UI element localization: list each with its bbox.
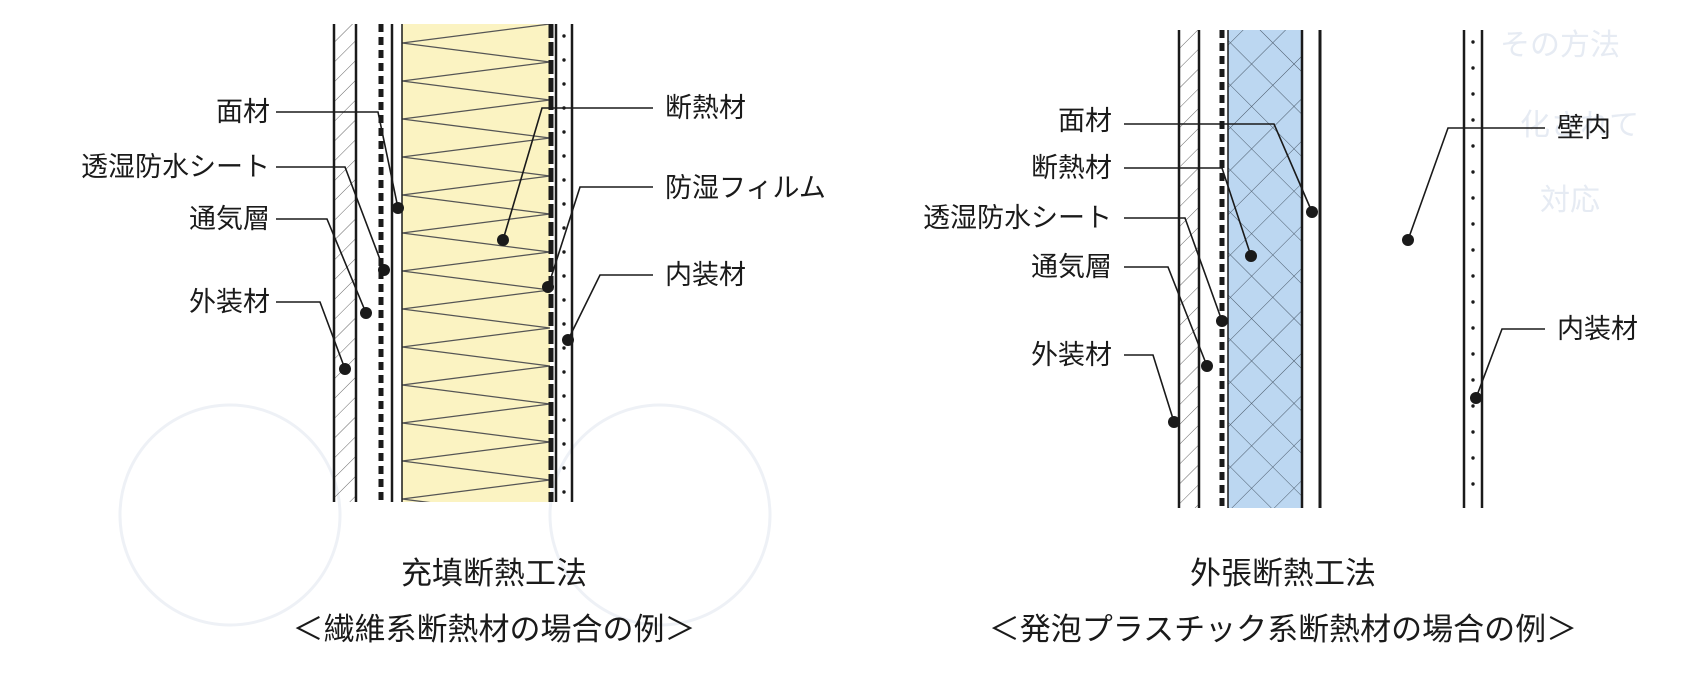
marker-dot [1201,360,1213,372]
board-dot [1471,222,1475,226]
board-dot [562,298,566,302]
board-dot [562,370,566,374]
right-label-interior-finish: 内装材 [1557,314,1638,345]
board-dot [562,442,566,446]
marker-dot [497,234,509,246]
svg-text:化されて: 化されて [1520,108,1639,143]
board-dot [1471,40,1475,44]
board-dot [562,82,566,86]
board-dot [562,34,566,38]
background-bleed: その方法 化されて 対応 [118,28,1639,627]
board-dot [1471,482,1475,486]
marker-dot [542,281,554,293]
board-dot [1471,300,1475,304]
board-dot [562,154,566,158]
marker-dot [1306,206,1318,218]
left-label-interior-finish: 内装材 [665,260,746,291]
left-label-ventilation-layer: 通気層 [189,204,270,235]
board-dot [562,130,566,134]
marker-dot [339,363,351,375]
board-dot [562,394,566,398]
board-dot [562,346,566,350]
board-dot [562,274,566,278]
board-dot [562,250,566,254]
board-dot [1471,170,1475,174]
left-markers [339,202,574,375]
board-dot [1471,378,1475,382]
left-caption-title: 充填断熱工法 [401,556,587,592]
right-insulation-layer [1227,30,1304,508]
board-dot [1471,248,1475,252]
marker-dot [1470,392,1482,404]
left-label-face-material: 面材 [216,97,270,128]
board-dot [562,418,566,422]
left-interior-finish-layer [554,24,574,502]
right-label-moisture-sheet: 透湿防水シート [923,203,1112,234]
board-dot [562,226,566,230]
marker-dot [392,202,404,214]
left-caption-subtitle: ＜繊維系断熱材の場合の例＞ [293,612,696,648]
board-dot [562,178,566,182]
marker-dot [1402,234,1414,246]
marker-dot [562,334,574,346]
right-caption-subtitle: ＜発泡プラスチック系断熱材の場合の例＞ [989,612,1577,648]
board-dot [1471,326,1475,330]
right-markers [1168,206,1482,428]
board-dot [562,58,566,62]
right-label-exterior-finish: 外装材 [1031,340,1112,371]
left-label-vapor-film: 防湿フィルム [665,173,826,204]
right-label-ventilation-layer: 通気層 [1031,252,1112,283]
board-dot [562,322,566,326]
right-caption-title: 外張断熱工法 [1190,556,1376,592]
board-dot [562,202,566,206]
board-dot [1471,274,1475,278]
right-leaders [1124,123,1545,423]
svg-text:その方法: その方法 [1500,28,1620,63]
marker-dot [1168,416,1180,428]
svg-text:対応: 対応 [1540,183,1600,218]
board-dot [1471,352,1475,356]
left-label-moisture-sheet: 透湿防水シート [81,152,270,183]
marker-dot [1216,315,1228,327]
board-dot [562,466,566,470]
right-interior-finish-layer [1462,30,1484,508]
board-dot [1471,456,1475,460]
board-dot [1471,430,1475,434]
board-dot [1471,144,1475,148]
right-label-insulation: 断熱材 [1031,153,1112,184]
left-label-exterior-finish: 外装材 [189,287,270,318]
right-diagram: 面材 断熱材 透湿防水シート 通気層 外装材 壁内 内装材 外張断熱工法 ＜発泡… [923,30,1638,648]
board-dot [562,490,566,494]
board-dot [1471,92,1475,96]
left-leaders [276,107,653,370]
right-label-face-material: 面材 [1058,106,1112,137]
board-dot [1471,196,1475,200]
left-label-insulation: 断熱材 [665,93,746,124]
left-diagram: 面材 透湿防水シート 通気層 外装材 断熱材 防湿フィルム 内装材 充填断熱工法… [81,24,826,648]
right-exterior-finish-layer [1177,30,1201,508]
board-dot [1471,404,1475,408]
marker-dot [1245,250,1257,262]
board-dot [1471,118,1475,122]
left-insulation-layer [401,24,550,502]
marker-dot [378,264,390,276]
board-dot [1471,66,1475,70]
right-label-wall-interior: 壁内 [1557,113,1611,144]
marker-dot [360,307,372,319]
